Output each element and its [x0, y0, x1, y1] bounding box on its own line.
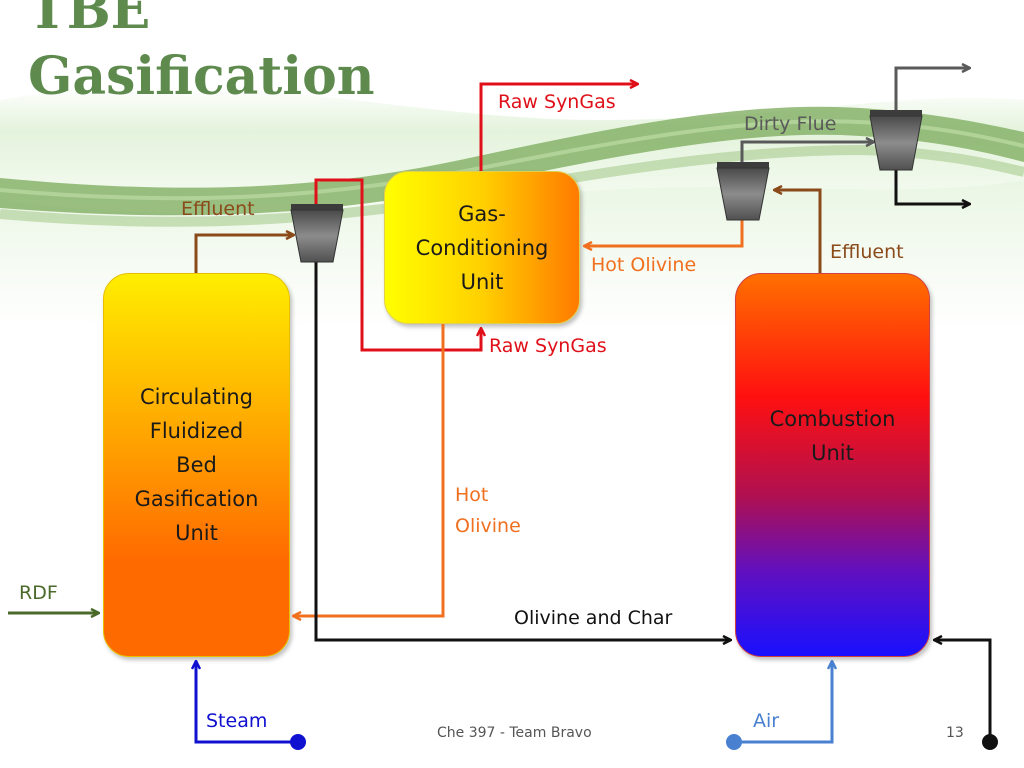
gasifier-label-line-4: Gasification: [134, 487, 259, 511]
background-swoosh-highlight: [0, 119, 1024, 201]
recycle-source-node: [982, 734, 998, 750]
gas-conditioning-unit: Gas- Conditioning Unit: [384, 171, 580, 324]
effluent-right-line: [774, 190, 822, 273]
gasifier-label-line-1: Circulating: [140, 385, 253, 409]
steam-feed-line: [196, 661, 298, 744]
steam-source-node: [290, 734, 306, 750]
dirty-flue-line: [740, 142, 874, 162]
effluent-left-line: [194, 235, 294, 273]
background-swoosh-lower: [0, 144, 1024, 227]
gcu-label-line-2: Conditioning: [415, 235, 549, 260]
hot-olivine-top-label: Hot Olivine: [591, 254, 697, 276]
slide-page-number: 13: [946, 725, 964, 741]
rdf-label: RDF: [19, 582, 58, 604]
gcu-label-line-3: Unit: [460, 269, 504, 294]
effluent-right-label: Effluent: [830, 241, 904, 263]
olivine-and-char-label: Olivine and Char: [514, 607, 673, 629]
slide-title: TBE Gasification: [28, 0, 375, 110]
steam-label: Steam: [206, 710, 268, 732]
gcu-label-line-1: Gas-: [458, 201, 506, 226]
solids-out-line: [894, 170, 970, 204]
air-feed-line: [734, 661, 832, 744]
raw-syngas-in-label: Raw SynGas: [489, 335, 607, 357]
clean-flue-out-line: [894, 68, 970, 110]
raw-syngas-out-label: Raw SynGas: [498, 91, 616, 113]
air-label: Air: [753, 710, 780, 732]
cyclone-1: [290, 204, 344, 263]
hot-olivine-to-gcu-line: [584, 220, 744, 246]
combustor-label-line-2: Unit: [811, 441, 854, 465]
title-line-2: Gasification: [28, 46, 375, 107]
gasifier-label-line-2: Fluidized: [149, 419, 244, 443]
effluent-left-label: Effluent: [181, 198, 255, 220]
hot-olivine-to-gasifier-line: [293, 324, 445, 616]
raw-syngas-out-line: [479, 84, 638, 171]
dirty-flue-label: Dirty Flue: [744, 113, 837, 135]
title-line-1: TBE: [28, 0, 151, 41]
combustor-label-line-1: Combustion: [769, 407, 896, 431]
hot-olivine-mid-label-line-2: Olivine: [455, 515, 521, 537]
raw-syngas-to-gcu-line: [314, 178, 481, 352]
recycle-in-line: [934, 640, 992, 742]
olivine-char-line: [314, 262, 731, 640]
combustion-unit: Combustion Unit: [735, 273, 930, 657]
gasifier-label-line-3: Bed: [176, 453, 217, 477]
cyclone-2: [716, 162, 770, 221]
gasification-unit: Circulating Fluidized Bed Gasification U…: [103, 273, 290, 657]
gasifier-label-line-5: Unit: [175, 521, 218, 545]
air-source-node: [726, 734, 742, 750]
slide-footer: Che 397 - Team Bravo: [437, 725, 592, 741]
cyclone-3: [869, 110, 923, 171]
hot-olivine-mid-label-line-1: Hot: [455, 484, 489, 506]
